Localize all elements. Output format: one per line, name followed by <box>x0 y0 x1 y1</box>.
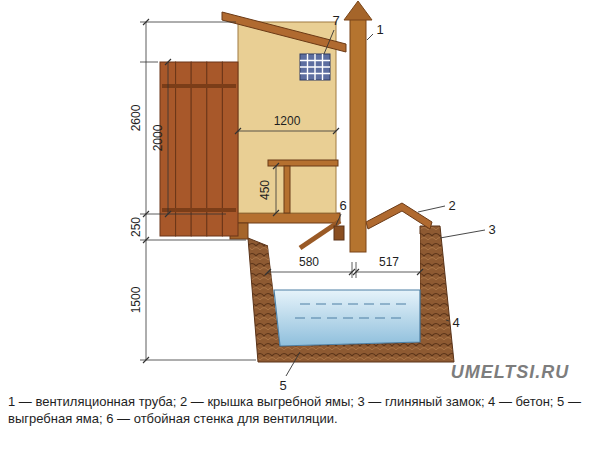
dimension-text: 517 <box>379 256 399 268</box>
dimension-text: 1200 <box>274 115 301 127</box>
water-ripples <box>295 304 410 318</box>
callout-number: 1 <box>376 23 383 36</box>
callout-number: 3 <box>488 223 495 236</box>
floor <box>228 213 340 223</box>
dimension-text: 450 <box>259 180 271 200</box>
watermark: UMELTSI.RU <box>451 363 570 381</box>
cesspit <box>268 234 420 346</box>
vent-cap <box>344 1 372 20</box>
callout-number: 4 <box>452 316 459 329</box>
door-battens <box>162 84 236 212</box>
seat-front <box>284 166 290 213</box>
leader-lines <box>286 30 485 376</box>
dimension-text: 1500 <box>130 287 142 314</box>
callout-number: 2 <box>448 199 455 212</box>
dimension-lines <box>140 22 420 360</box>
dimension-text: 580 <box>299 256 319 268</box>
deflector-block <box>334 226 344 240</box>
callout-number: 7 <box>332 14 339 27</box>
caption: 1 — вентиляционная труба; 2 — крышка выг… <box>8 394 593 428</box>
dimension-text: 250 <box>130 217 142 237</box>
callout-number: 5 <box>279 379 286 392</box>
dimension-text: 2000 <box>152 125 164 152</box>
house-wall <box>238 22 336 213</box>
vent-pipe <box>350 16 366 252</box>
door <box>160 62 238 236</box>
window <box>300 54 330 80</box>
sewage <box>274 290 420 346</box>
dimension-ticks <box>143 19 423 363</box>
callout-number: 6 <box>339 199 346 212</box>
dimension-text: 2600 <box>130 105 142 132</box>
pit-lid <box>366 203 432 229</box>
